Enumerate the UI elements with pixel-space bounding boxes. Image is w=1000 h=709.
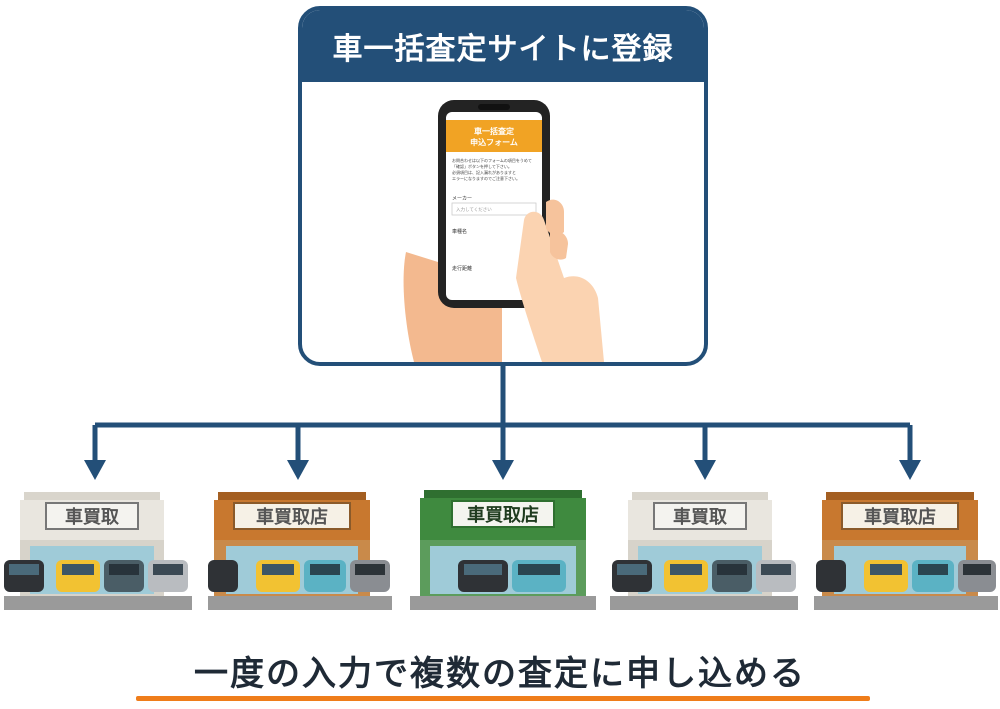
caption-underline [136,696,870,701]
form-instruction-3: 必須項目は、記入漏れがありますと [452,169,516,175]
form-field2-label: 車種名 [452,228,467,235]
shop-4: 車買取 [610,492,798,610]
form-field1-placeholder: 入力してください [456,206,492,213]
form-field1-label: メーカー [452,196,472,202]
arrow-4-icon [694,460,716,480]
form-instruction-1: お問合わせは以下のフォームの項目をうめて [452,157,532,163]
shop-5: 車買取店 [814,492,998,610]
form-header-bar [446,120,542,152]
shop-2-sign: 車買取店 [256,506,328,528]
form-field1-input[interactable] [451,202,537,216]
form-instruction-2: 「確認」ボタンを押して下さい。 [452,163,512,169]
summary-caption: 一度の入力で複数の査定に申し込める [194,654,806,694]
arrow-1-icon [84,460,106,480]
form-header-line1: 車一括査定 [474,126,514,136]
shop-4-sign: 車買取 [673,506,728,528]
pointing-hand [516,211,604,362]
shop-1-sign: 車買取 [65,506,120,528]
arrow-5-icon [899,460,921,480]
form-header-line2: 申込フォーム [470,137,518,147]
shop-3-sign: 車買取店 [467,504,539,526]
shop-2: 車買取店 [208,492,392,610]
connector-lines [92,366,913,462]
form-instruction-4: エラーになりますのでご注意下さい。 [452,175,520,181]
registration-title: 車一括査定サイトに登録 [332,32,674,67]
form-field3-label: 走行距離 [452,265,472,272]
arrowheads [84,460,921,480]
registration-header: 車一括査定サイトに登録 [302,10,704,82]
arrow-2-icon [287,460,309,480]
shop-3: 車買取店 [410,490,596,610]
shop-5-sign: 車買取店 [864,506,936,528]
shop-1: 車買取 [4,492,192,610]
phone-illustration: 車一括査定 申込フォーム お問合わせは以下のフォームの項目をうめて 「確認」ボタ… [403,100,604,362]
arrow-3-icon [492,460,514,480]
registration-box: 車一括査定サイトに登録 車一括査定 申込フォーム お問合わせは以下のフォームの項… [298,6,708,366]
